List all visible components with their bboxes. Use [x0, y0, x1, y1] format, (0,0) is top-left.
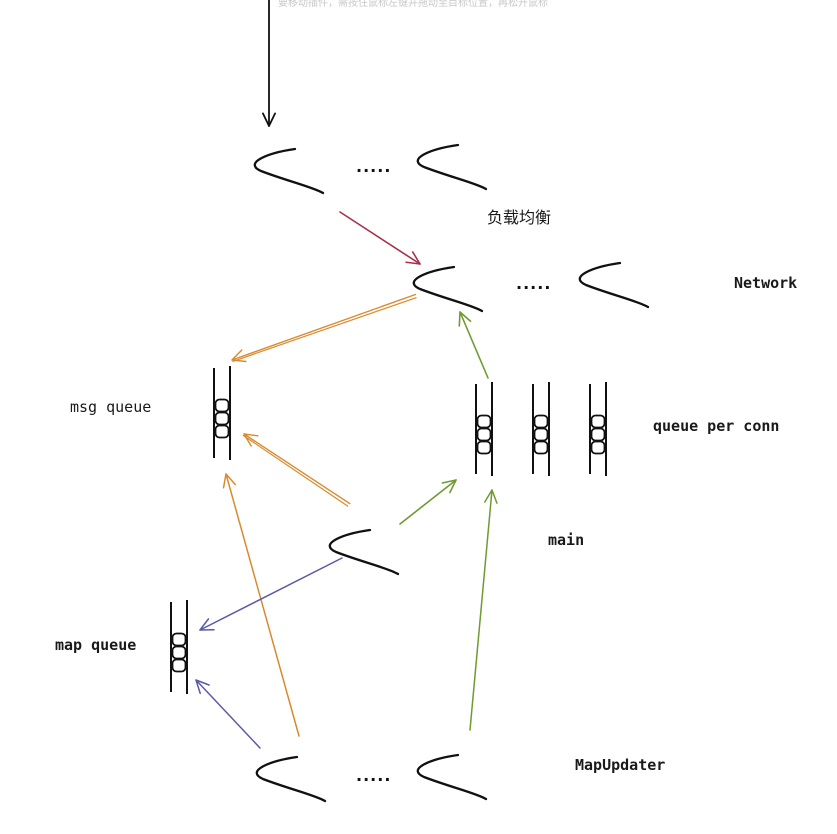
thread-lb-1 [253, 147, 325, 195]
label-queue-per-conn: queue per conn [653, 417, 780, 435]
thread-network-1 [412, 265, 484, 313]
arrow-mapupdater-to-msgqueue-shaft [225, 473, 300, 737]
map-queue-cell-2 [171, 645, 187, 660]
arrow-main-to-connqueue-shaft [399, 479, 457, 525]
label-map-queue: map queue [55, 636, 137, 654]
arrow-network-to-msgqueue-shaft-a [232, 296, 417, 363]
conn-queue-3-cell-3 [590, 440, 606, 455]
label-msg-queue: msg queue [70, 398, 152, 416]
msg-queue-cell-3 [214, 424, 230, 439]
arrow-network-to-msgqueue-head [231, 349, 247, 363]
conn-queue-2-cell-2 [533, 427, 549, 442]
arrow-lb-to-network-head [405, 251, 421, 265]
label-load-balance: 负载均衡 [487, 208, 552, 227]
arrow-main-to-mapqueue-head [199, 618, 215, 631]
conn-queue-2-cell-3 [533, 440, 549, 455]
top-caption: 要移动插件，需按住鼠标左键并拖动至目标位置，再松开鼠标 [278, 0, 548, 9]
conn-queue-1-cell-1 [476, 414, 492, 429]
thread-network-2 [578, 261, 650, 309]
arrow-mapupdater-to-connqueue-head [484, 489, 498, 504]
thread-main [328, 528, 400, 576]
arrow-connqueue-to-network-shaft [459, 311, 489, 379]
label-network: Network [734, 274, 798, 292]
label-map-updater: MapUpdater [575, 756, 666, 774]
label-main: main [548, 531, 585, 549]
arrow-main-to-msgqueue-shaft [243, 433, 351, 505]
conn-queue-3-cell-1 [590, 414, 606, 429]
map-queue-cell-3 [171, 658, 187, 673]
arrow-network-to-msgqueue-shaft [231, 293, 417, 361]
thread-mapupdater-1 [255, 755, 327, 803]
conn-queue-2-cell-1 [533, 414, 549, 429]
arrow-incoming-head [262, 112, 276, 127]
thread-lb-2 [416, 143, 488, 191]
ellipsis-network: ····· [516, 278, 552, 297]
ellipsis-top: ····· [356, 161, 392, 180]
arrow-main-to-msgqueue-head [243, 433, 259, 447]
arrow-main-to-connqueue-head [441, 479, 457, 494]
msg-queue-cell-1 [214, 398, 230, 413]
arrow-mapupdater-to-msgqueue-head [222, 473, 236, 489]
arrow-lb-to-network-shaft [339, 211, 421, 265]
arrow-mapupdater-to-connqueue-shaft [469, 489, 493, 731]
arrow-mapupdater-to-mapqueue-shaft [195, 679, 261, 749]
conn-queue-3-cell-2 [590, 427, 606, 442]
arrow-main-to-mapqueue-shaft [199, 557, 343, 631]
thread-mapupdater-2 [416, 753, 488, 801]
conn-queue-1-cell-2 [476, 427, 492, 442]
arrow-main-to-msgqueue-shaft-a [242, 434, 349, 507]
map-queue-cell-1 [171, 632, 187, 647]
msg-queue-cell-2 [214, 411, 230, 426]
conn-queue-1-cell-3 [476, 440, 492, 455]
ellipsis-map-updater: ····· [356, 770, 392, 789]
arrow-mapupdater-to-mapqueue-head [195, 679, 210, 695]
arrow-connqueue-to-network-head [458, 311, 472, 327]
